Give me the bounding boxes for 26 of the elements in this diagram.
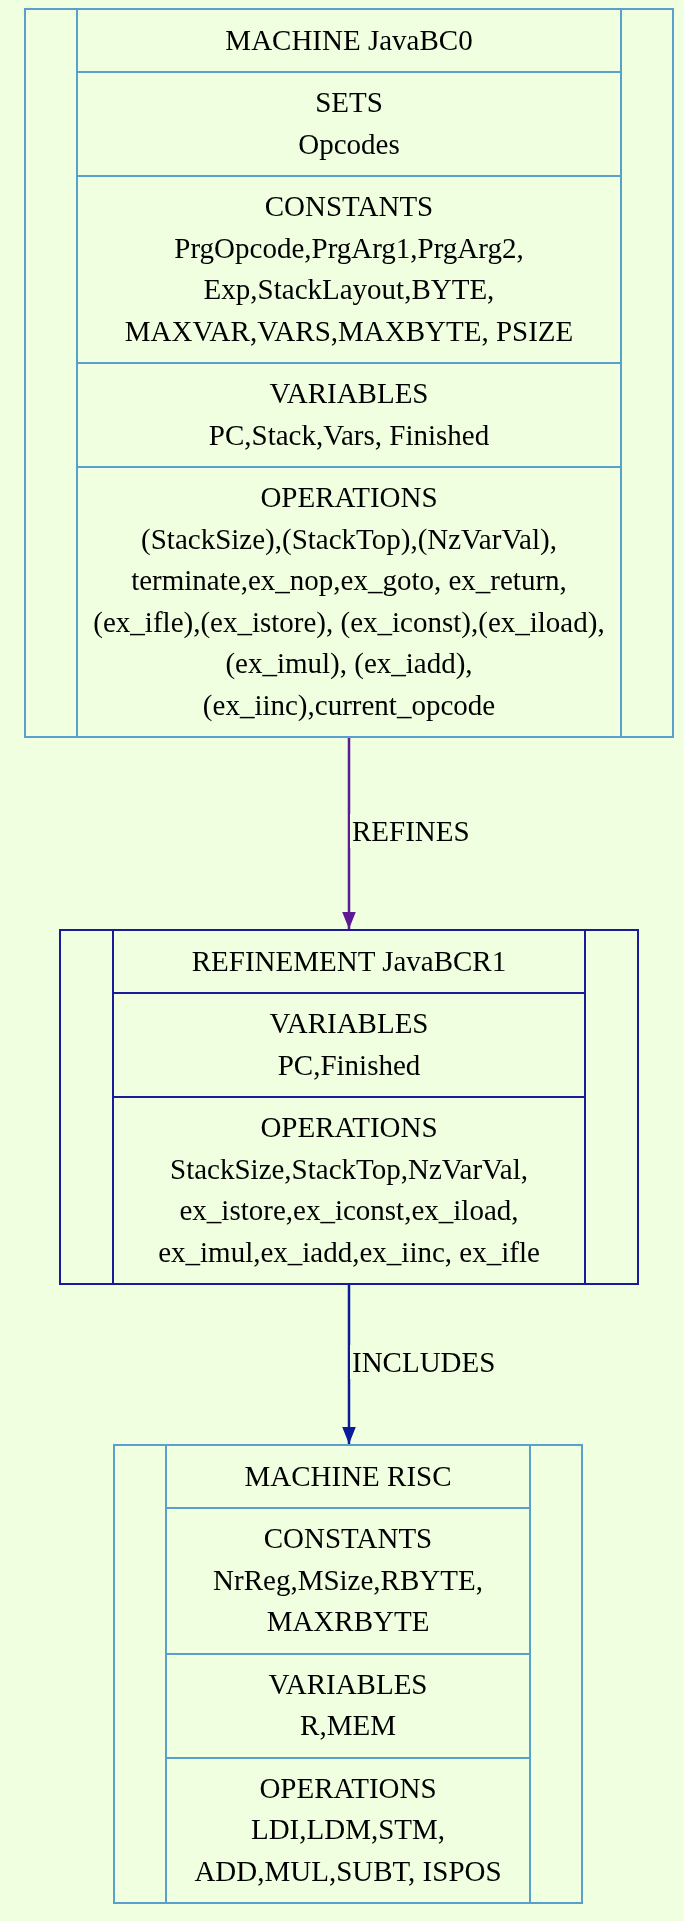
section-heading: SETS: [314, 85, 384, 120]
section-heading: VARIABLES: [268, 376, 430, 411]
section-heading: VARIABLES: [267, 1666, 429, 1702]
machine-title: MACHINE JavaBC0: [224, 23, 474, 58]
section-text: PrgOpcode,PrgArg1,PrgArg2, Exp,StackLayout,BYTE, MAXVAR,VARS,MAXBYTE, PSIZE: [123, 230, 575, 349]
arrow: [342, 738, 356, 929]
section-text: PC,Finished: [276, 1047, 422, 1083]
section-text: LDI,LDM,STM, ADD,MUL,SUBT, ISPOS: [193, 1812, 503, 1889]
section-text: (StackSize),(StackTop),(NzVarVal), terminate,ex_nop,ex_goto, ex_return,(ex_ifle),(ex_istore), (ex_iconst),(ex_iload),(ex_imul), (ex_iadd),(ex_iinc),current_opcode: [92, 521, 606, 723]
section-heading: CONSTANTS: [262, 1521, 434, 1556]
machine-title: MACHINE RISC: [243, 1459, 453, 1494]
section-heading: OPERATIONS: [259, 480, 439, 515]
machine-box: [59, 929, 639, 1285]
section-heading: OPERATIONS: [259, 1110, 439, 1145]
section-heading: OPERATIONS: [258, 1770, 438, 1806]
machine-title: REFINEMENT JavaBCR1: [190, 944, 508, 979]
section-text: NrReg,MSize,RBYTE, MAXRBYTE: [212, 1562, 484, 1639]
arrow: [342, 1285, 356, 1444]
machine-box: [113, 1444, 583, 1904]
section-heading: CONSTANTS: [263, 189, 435, 224]
section-heading: VARIABLES: [268, 1006, 430, 1041]
section-text: StackSize,StackTop,NzVarVal, ex_istore,ex_iconst,ex_iload, ex_imul,ex_iadd,ex_iinc, ex_ifle: [157, 1151, 541, 1270]
section-text: PC,Stack,Vars, Finished: [207, 417, 491, 453]
section-text: Opcodes: [297, 126, 401, 162]
machine-box: [24, 8, 674, 738]
section-text: R,MEM: [299, 1708, 397, 1743]
